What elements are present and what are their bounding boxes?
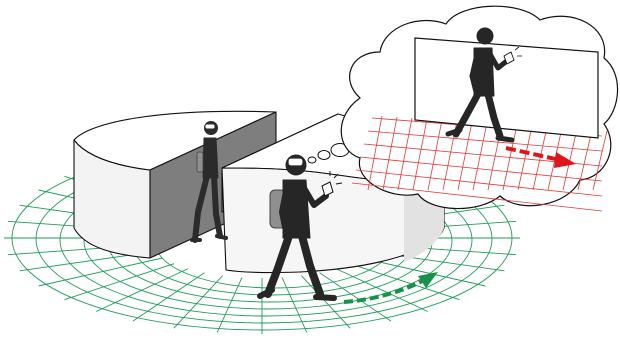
floor-grid-spoke [39, 258, 163, 286]
vr-headset-icon [205, 124, 215, 129]
virtual-view-cloud [341, 6, 617, 211]
virtual-wall [415, 38, 598, 138]
floor-grid-spoke [64, 264, 173, 300]
floor-grid-spoke [282, 277, 307, 332]
vr-headset-icon [288, 158, 303, 166]
floor-grid-spoke [174, 276, 223, 329]
backpack-icon [197, 152, 203, 172]
physical-path-arrow [344, 272, 438, 302]
floor-grid-spoke [217, 277, 242, 332]
